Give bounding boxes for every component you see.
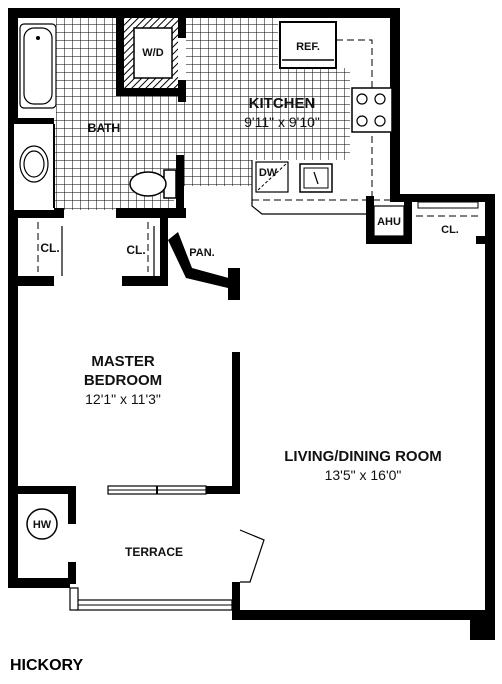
toilet [129,169,177,199]
terrace-name: TERRACE [125,545,183,559]
master-bedroom-dims: 12'1" x 11'3" [85,391,161,407]
interior-walls [14,14,490,620]
pantry-label: PAN. [189,247,214,259]
bathtub [19,23,57,109]
washer-dryer-label: W/D [142,47,163,59]
air-handler: AHU [373,205,405,237]
range [351,87,393,133]
kitchen-counter: DW [251,160,390,215]
closet-left-label: CL. [40,241,59,255]
closet-right-label: CL. [441,224,459,236]
plan-title: HICKORY [10,657,84,674]
refrigerator-label: REF. [296,41,320,53]
upper-cabinets-outline [336,39,373,196]
living-dining-name: LIVING/DINING ROOM [284,448,442,465]
dishwasher-label: DW [259,167,278,179]
master-bedroom-name-2: BEDROOM [84,372,162,389]
kitchen-dims: 9'11" x 9'10" [244,114,320,130]
bath-sink [14,124,55,210]
bath-name: BATH [88,121,120,135]
closet-middle-label: CL. [126,243,145,257]
air-handler-label: AHU [377,216,401,228]
kitchen-name: KITCHEN [249,95,316,112]
windows [69,201,479,611]
doors [61,226,265,583]
refrigerator: REF. [279,21,337,69]
master-bedroom-name-1: MASTER [91,353,155,370]
water-heater-label: HW [33,519,52,531]
living-dining-dims: 13'5" x 16'0" [325,467,402,483]
exterior-walls [8,8,495,640]
water-heater: HW [26,508,58,540]
washer-dryer: W/D [124,18,178,88]
